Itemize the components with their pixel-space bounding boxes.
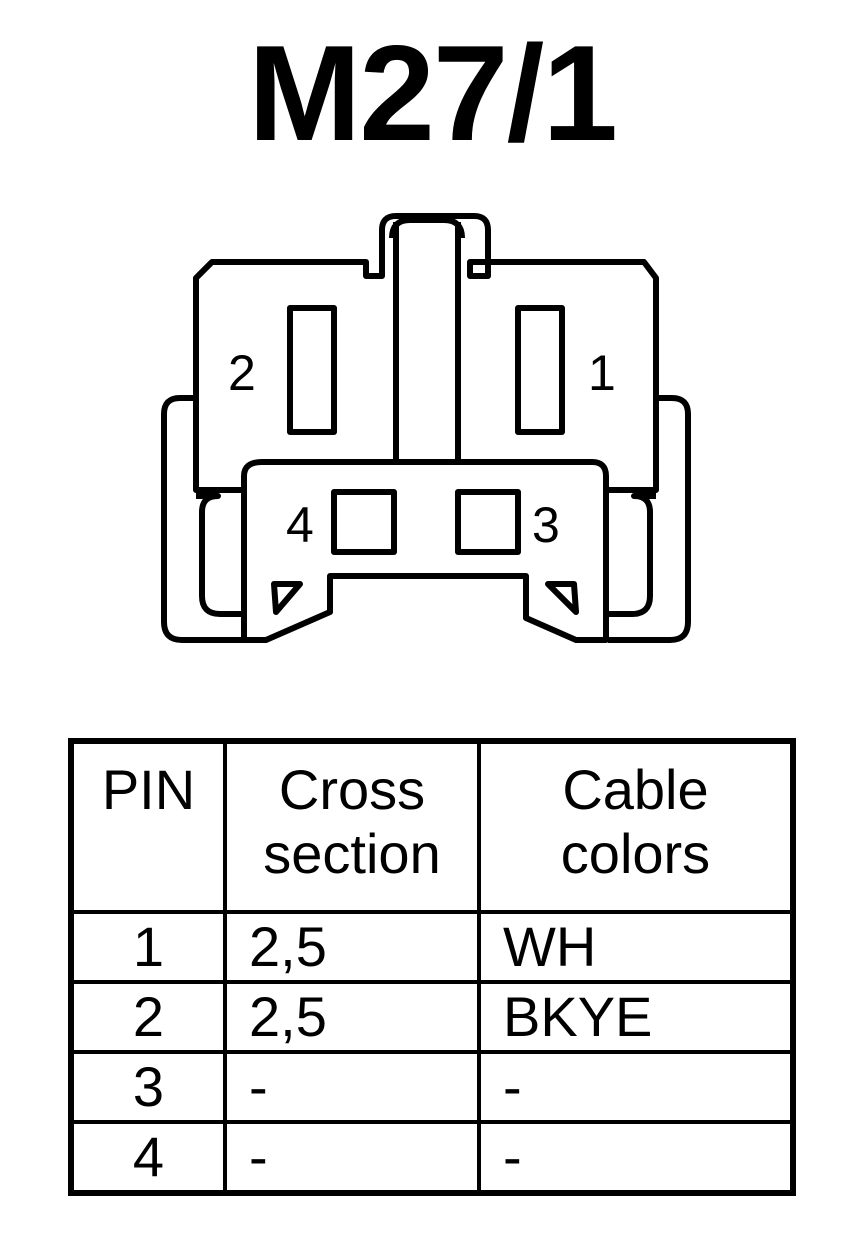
cell-cross-section: - bbox=[223, 1120, 481, 1195]
left-latch-inner bbox=[196, 493, 244, 617]
pin-4-cavity bbox=[331, 489, 397, 555]
table-header-row: PIN Cross section Cable colors bbox=[69, 739, 795, 914]
cell-cross-section: - bbox=[223, 1050, 481, 1124]
cell-cross-section: 2,5 bbox=[223, 980, 481, 1054]
left-tab bbox=[271, 581, 303, 615]
table-row: 2 2,5 BKYE bbox=[69, 980, 795, 1054]
cell-cable-color: WH bbox=[477, 910, 795, 984]
right-latch-inner bbox=[608, 493, 656, 617]
pin-label-1: 1 bbox=[588, 345, 616, 401]
pin-label-3: 3 bbox=[532, 497, 560, 553]
header-cross-section: Cross section bbox=[223, 739, 481, 914]
pin-label-4: 4 bbox=[286, 497, 314, 553]
header-cross-line2: section bbox=[263, 822, 441, 885]
connector-title: M27/1 bbox=[248, 17, 618, 169]
pin-label-2: 2 bbox=[228, 345, 256, 401]
cell-cable-color: - bbox=[477, 1050, 795, 1124]
pin-assignment-table: PIN Cross section Cable colors 1 2,5 WH … bbox=[68, 738, 796, 1196]
header-cross-line1: Cross bbox=[278, 758, 426, 821]
center-rib bbox=[393, 222, 461, 468]
cell-pin: 1 bbox=[69, 910, 227, 984]
header-pin: PIN bbox=[69, 739, 227, 914]
cell-cable-color: - bbox=[477, 1120, 795, 1195]
header-pin-label: PIN bbox=[101, 758, 196, 821]
cell-pin: 3 bbox=[69, 1050, 227, 1124]
pin-1-cavity bbox=[515, 305, 565, 435]
right-tab bbox=[545, 581, 579, 615]
connector-diagram: 2 1 4 3 bbox=[161, 213, 691, 643]
cell-pin: 2 bbox=[69, 980, 227, 1054]
header-color-line1: Cable bbox=[562, 758, 709, 821]
cell-cable-color: BKYE bbox=[477, 980, 795, 1054]
pin-2-cavity bbox=[287, 305, 337, 435]
pin-3-cavity bbox=[455, 489, 521, 555]
cell-cross-section: 2,5 bbox=[223, 910, 481, 984]
housing-upper bbox=[193, 213, 659, 493]
center-rib-top bbox=[389, 217, 465, 239]
header-cable-colors: Cable colors bbox=[477, 739, 795, 914]
table-row: 4 - - bbox=[69, 1120, 795, 1195]
header-color-line2: colors bbox=[560, 822, 711, 885]
cell-pin: 4 bbox=[69, 1120, 227, 1195]
table-row: 1 2,5 WH bbox=[69, 910, 795, 984]
table-row: 3 - - bbox=[69, 1050, 795, 1124]
